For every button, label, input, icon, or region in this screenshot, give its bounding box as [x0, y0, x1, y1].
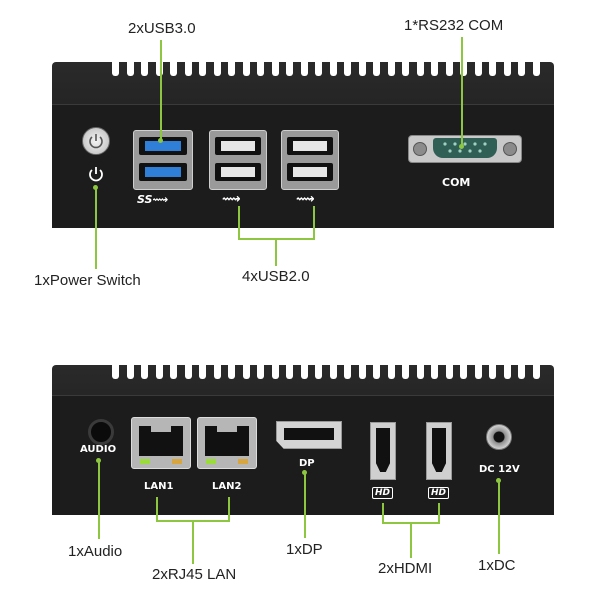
hdmi-callout: 2xHDMI [378, 560, 433, 577]
usb2-leader-right [313, 206, 315, 239]
hdmi-leader-left [382, 503, 384, 523]
usb2-port-stack-right[interactable] [281, 130, 339, 190]
com-port[interactable] [408, 135, 522, 163]
lan-led [172, 459, 182, 464]
displayport-port[interactable] [276, 421, 342, 449]
ss-usb-logo: SS⟿ [137, 193, 169, 206]
power-leader-dot [93, 185, 98, 190]
power-symbol-icon [89, 167, 103, 182]
usb3-port-top[interactable] [139, 137, 187, 155]
usb2-leader-left [238, 206, 240, 239]
com-leader-dot [459, 144, 464, 149]
com-connector [433, 138, 497, 158]
usb2-port[interactable] [287, 137, 333, 155]
usb2-leader-stem [275, 238, 277, 266]
dp-leader-line [304, 472, 306, 538]
lan-led [238, 459, 248, 464]
usb2-callout: 4xUSB2.0 [242, 268, 310, 285]
com-leader-line [461, 37, 463, 147]
audio-jack[interactable] [88, 419, 114, 445]
hdmi-leader-stem [410, 522, 412, 558]
lan-led [140, 459, 150, 464]
usb2-port[interactable] [215, 163, 261, 181]
lan-leader-left [156, 497, 158, 521]
hd-logo-2: HD [428, 487, 450, 499]
usb3-leader-dot [158, 138, 163, 143]
audio-leader-line [98, 460, 100, 539]
power-icon [89, 134, 103, 149]
audio-callout: 1xAudio [68, 543, 123, 560]
lan1-port[interactable] [131, 417, 191, 469]
lan-callout: 2xRJ45 LAN [152, 566, 237, 583]
dp-port-label: DP [299, 458, 315, 469]
usb-trident-icon: ⟿ [222, 192, 241, 207]
power-leader-line [95, 187, 97, 269]
lan2-port[interactable] [197, 417, 257, 469]
usb-trident-icon: ⟿ [152, 193, 169, 206]
dc-power-jack[interactable] [486, 424, 512, 450]
usb3-port-stack[interactable] [133, 130, 193, 190]
hd-logo-1: HD [372, 487, 394, 499]
power-callout: 1xPower Switch [34, 272, 141, 289]
usb3-leader-line [160, 40, 162, 140]
usb3-callout: 2xUSB3.0 [128, 20, 196, 37]
com-port-label: COM [442, 176, 471, 189]
lan-leader-stem [192, 520, 194, 564]
usb-trident-icon: ⟿ [296, 192, 315, 207]
dp-callout: 1xDP [286, 541, 323, 558]
lan2-port-label: LAN2 [212, 481, 242, 492]
usb2-port-stack-left[interactable] [209, 130, 267, 190]
dc-leader-dot [496, 478, 501, 483]
usb2-port[interactable] [215, 137, 261, 155]
vent-fins [112, 62, 540, 76]
hdmi-leader-right [438, 503, 440, 523]
usb2-port[interactable] [287, 163, 333, 181]
power-button[interactable] [82, 127, 110, 155]
vent-fins [112, 365, 540, 379]
audio-port-label: AUDIO [80, 444, 117, 455]
lan-leader-right [228, 497, 230, 521]
audio-leader-dot [96, 458, 101, 463]
lan1-port-label: LAN1 [144, 481, 174, 492]
dc-leader-line [498, 480, 500, 554]
dc-callout: 1xDC [478, 557, 516, 574]
dp-leader-dot [302, 470, 307, 475]
usb3-port-bottom[interactable] [139, 163, 187, 181]
dc-port-label: DC 12V [479, 464, 520, 475]
com-screw-right [503, 142, 517, 156]
com-screw-left [413, 142, 427, 156]
lan-led [206, 459, 216, 464]
com-callout: 1*RS232 COM [404, 17, 504, 34]
hdmi-port-1[interactable] [370, 422, 396, 480]
hdmi-port-2[interactable] [426, 422, 452, 480]
